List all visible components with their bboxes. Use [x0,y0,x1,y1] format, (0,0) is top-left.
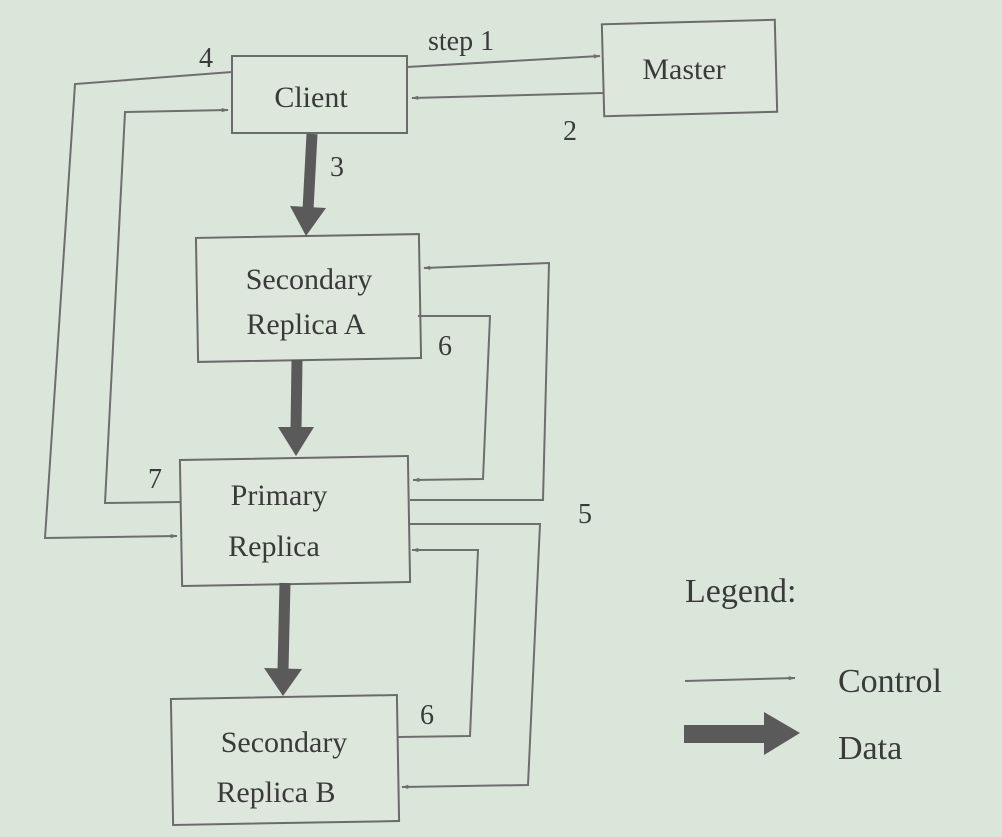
legend-data-arrow [684,712,800,755]
flow-label-step5: 5 [578,499,592,530]
client-node: Client [231,55,408,134]
primary-replica-label-line2: Replica [228,530,320,563]
client-box [231,55,408,134]
secondary-replica-b-label-line2: Replica B [216,776,335,809]
control-arrow-step5-to-a [410,261,551,501]
secondary-replica-a-label-line2: Replica A [246,308,365,341]
secondary-replica-a-label-line1: Secondary [246,263,373,296]
legend-title: Legend: [685,573,796,610]
secondary-replica-b-node: Secondary Replica B [169,694,401,826]
data-arrow-secondary-a-to-primary [278,359,314,456]
control-arrow-step7 [103,108,229,505]
control-arrow-step1 [406,54,601,68]
control-arrow-step6-from-a [412,315,492,483]
legend: Legend: Control Data [684,573,942,767]
flow-label-step6-a: 6 [438,331,452,362]
flow-label-step1: step 1 [428,26,494,57]
master-box [600,18,779,118]
flow-label-step4: 4 [199,43,213,74]
secondary-replica-b-label-line1: Secondary [221,726,348,759]
control-arrow-step4 [43,71,233,540]
secondary-replica-a-box [194,233,423,363]
primary-replica-node: Primary Replica [178,455,412,587]
primary-replica-box [178,455,412,587]
control-arrow-step5-to-b [401,523,542,789]
control-arrow-step6-from-b [397,547,480,738]
data-arrow-primary-to-secondary-b [264,582,302,696]
master-node: Master [600,18,779,118]
flow-label-step3: 3 [330,152,344,183]
master-label: Master [642,53,725,86]
secondary-replica-b-box [169,694,401,826]
primary-replica-label-line1: Primary [231,479,328,512]
data-arrow-client-to-secondary-a [290,133,326,236]
client-label: Client [274,81,348,114]
legend-control-label: Control [838,663,942,700]
legend-data-label: Data [838,730,902,767]
secondary-replica-a-node: Secondary Replica A [194,233,423,363]
flow-label-step7: 7 [148,464,162,495]
control-arrow-step2 [411,92,604,100]
flow-label-step2: 2 [563,116,577,147]
legend-control-arrow [684,676,796,682]
flow-label-step6-b: 6 [420,700,434,731]
